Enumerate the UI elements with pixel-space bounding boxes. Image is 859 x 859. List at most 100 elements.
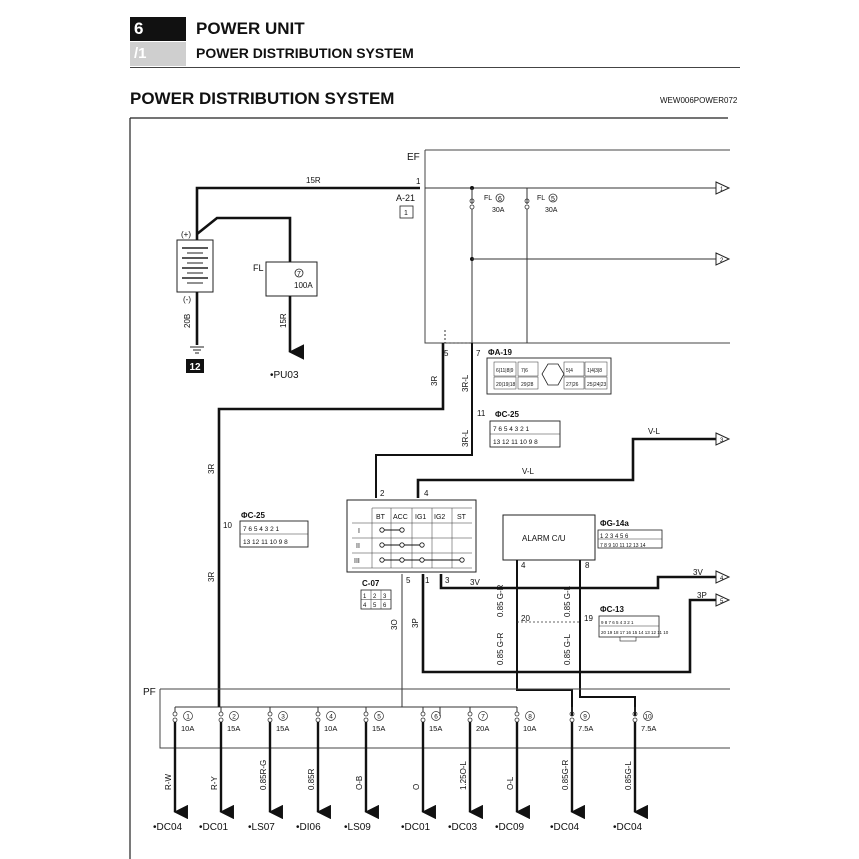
c25-left-name: ΦC-25 bbox=[241, 511, 265, 520]
c25-top-name: ΦC-25 bbox=[495, 410, 519, 419]
c13-name: ΦC-13 bbox=[600, 605, 624, 614]
section-subtitle: POWER DISTRIBUTION SYSTEM bbox=[196, 45, 414, 61]
c25-left-connector bbox=[239, 520, 309, 548]
fuse-wire-label: O-B bbox=[355, 776, 364, 790]
fuse-wire-label: 0.85R bbox=[307, 768, 316, 790]
wire-3p-label: 3P bbox=[411, 618, 420, 628]
battery-minus-label: (-) bbox=[183, 295, 191, 304]
a19-cell: 29|28 bbox=[521, 382, 534, 388]
fl5-label: FL bbox=[537, 195, 545, 202]
wire-3rl-a-label: 3R-L bbox=[461, 374, 470, 392]
switch-pin-4: 4 bbox=[424, 489, 429, 498]
fuse-wire-label: R-W bbox=[164, 774, 173, 790]
a19-cell: 27|26 bbox=[566, 382, 579, 388]
fuse-10: 107.5A0.85G-L•DC04 bbox=[613, 707, 656, 833]
switch-pin-out-5: 5 bbox=[406, 576, 411, 585]
fuse-wire-label: 0.85G-R bbox=[561, 760, 570, 790]
g14a-row2: 7 8 9 10 11 12 13 14 bbox=[600, 543, 646, 549]
output-arrow-1: 1 bbox=[715, 181, 731, 195]
c07-pin: 3 bbox=[383, 594, 387, 600]
c07-pin: 5 bbox=[373, 603, 377, 609]
a19-cell: 5|4 bbox=[566, 368, 573, 374]
fl6-rating: 30A bbox=[492, 207, 505, 214]
switch-col-ig1: IG1 bbox=[415, 514, 426, 521]
fuse-destination: •DC09 bbox=[495, 822, 525, 833]
fuse-destination: •DC01 bbox=[401, 822, 431, 833]
wire-3rl-ef7 bbox=[375, 343, 473, 498]
fuse-number: 7 bbox=[481, 714, 485, 721]
fuse-destination: •DC03 bbox=[448, 822, 478, 833]
fuse-rating: 15A bbox=[276, 724, 289, 733]
output-arrow-2: 2 bbox=[715, 252, 731, 266]
a21-pin-box bbox=[399, 205, 414, 219]
section-title: POWER UNIT bbox=[196, 19, 305, 38]
page-title: POWER DISTRIBUTION SYSTEM bbox=[130, 89, 395, 108]
a19-connector bbox=[486, 357, 612, 395]
wire-3v-inline-label: 3V bbox=[470, 578, 480, 587]
a19-cell: 6|11|8|9 bbox=[496, 368, 514, 374]
c25-top-pin: 11 bbox=[477, 409, 486, 418]
wire-15r-main bbox=[195, 186, 420, 240]
fuse-wire-label: 0.85R-G bbox=[259, 760, 268, 790]
a19-cell: 25|24|23 bbox=[587, 382, 607, 388]
fuse-number: 1 bbox=[186, 714, 190, 721]
svg-text:2: 2 bbox=[720, 258, 724, 264]
c25-left-row2: 13 12 11 10 9 8 bbox=[243, 539, 288, 546]
ef-fuse-drops bbox=[471, 188, 528, 204]
c13-connector bbox=[598, 615, 660, 642]
c07-pin: 2 bbox=[373, 594, 377, 600]
switch-row-iii: III bbox=[354, 558, 360, 565]
fuse-rating: 20A bbox=[476, 724, 489, 733]
ground-ref-number: 12 bbox=[189, 362, 201, 373]
a19-connector-name: ΦA-19 bbox=[488, 348, 512, 357]
c07-pin: 6 bbox=[383, 603, 387, 609]
svg-text:5: 5 bbox=[720, 599, 724, 605]
svg-text:1: 1 bbox=[720, 187, 724, 193]
switch-pin-out-3: 3 bbox=[445, 576, 450, 585]
switch-col-ig2: IG2 bbox=[434, 514, 445, 521]
fuse-rating: 10A bbox=[523, 724, 536, 733]
wire-15r-pu03-label: 15R bbox=[279, 313, 288, 328]
c07-pin: 1 bbox=[363, 594, 367, 600]
fusible-link-label: FL bbox=[253, 263, 264, 273]
c13-row2: 20 19 18 17 16 15 14 13 12 11 10 bbox=[601, 630, 669, 635]
battery bbox=[176, 239, 214, 293]
fuse-rating: 15A bbox=[227, 724, 240, 733]
fuse-number: 8 bbox=[528, 714, 532, 721]
wire-20b-label: 20B bbox=[183, 314, 192, 328]
ef-box bbox=[424, 149, 730, 344]
svg-text:4: 4 bbox=[720, 576, 724, 582]
fuse-wire-label: O-L bbox=[506, 776, 515, 790]
wire-085gl-a-label: 0.85 G-L bbox=[563, 585, 572, 617]
fuse-rating: 15A bbox=[429, 724, 442, 733]
fuse-number: 2 bbox=[232, 714, 236, 721]
header-rule bbox=[130, 67, 740, 68]
c07-name: C-07 bbox=[362, 579, 380, 588]
a21-pin: 1 bbox=[404, 210, 408, 217]
wire-085gr-a-label: 0.85 G-R bbox=[496, 584, 505, 617]
wire-3p-top-label: 3P bbox=[697, 591, 707, 600]
fuse-number: 9 bbox=[583, 714, 587, 721]
wire-3r-a-label: 3R bbox=[430, 376, 439, 386]
g14a-connector bbox=[597, 529, 663, 549]
ef-pin-5: 5 bbox=[444, 349, 449, 358]
fuse-destination: •DC04 bbox=[550, 822, 580, 833]
fl6-number: 6 bbox=[498, 196, 502, 203]
a19-cell: 1|4|3|8 bbox=[587, 368, 602, 374]
fuse-destination: •LS09 bbox=[344, 822, 371, 833]
switch-row-ii: II bbox=[356, 543, 360, 550]
c13-pin-20: 20 bbox=[521, 614, 530, 623]
wire-vl-label: V-L bbox=[522, 467, 535, 476]
c13-row1: 9 8 7 6 5 4 3 2 1 bbox=[601, 620, 634, 625]
output-arrow-3: 3 bbox=[715, 432, 731, 446]
c25-top-connector bbox=[489, 420, 561, 448]
wire-3r-c-label: 3R bbox=[207, 572, 216, 582]
wire-3v bbox=[439, 574, 716, 590]
page-code: WEW006POWER072 bbox=[660, 96, 738, 105]
alarm-pin-4: 4 bbox=[521, 561, 526, 570]
fusible-link-box bbox=[265, 261, 318, 297]
